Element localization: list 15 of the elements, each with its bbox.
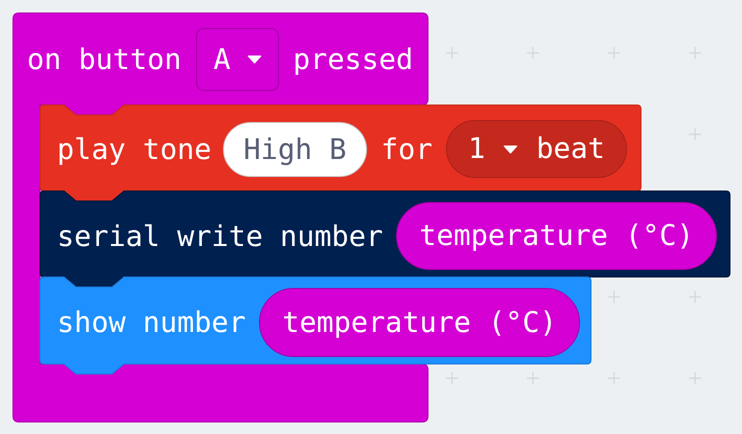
block-label: for bbox=[381, 133, 432, 167]
block-label: show number bbox=[57, 306, 246, 340]
block-label: on button bbox=[27, 43, 182, 77]
field-value: A bbox=[213, 42, 231, 76]
field-value: temperature (°C) bbox=[419, 219, 694, 253]
dropdown-field bbox=[196, 28, 279, 91]
field-value: temperature (°C) bbox=[282, 306, 557, 340]
block-label: serial write number bbox=[57, 220, 384, 254]
field-value: beat bbox=[536, 132, 605, 166]
statement-block bbox=[40, 277, 591, 374]
block-label: pressed bbox=[293, 43, 414, 77]
block-label: play tone bbox=[57, 133, 212, 167]
field-value: 1 bbox=[468, 132, 486, 166]
field-value: High B bbox=[244, 132, 346, 166]
statement-block bbox=[40, 191, 730, 287]
